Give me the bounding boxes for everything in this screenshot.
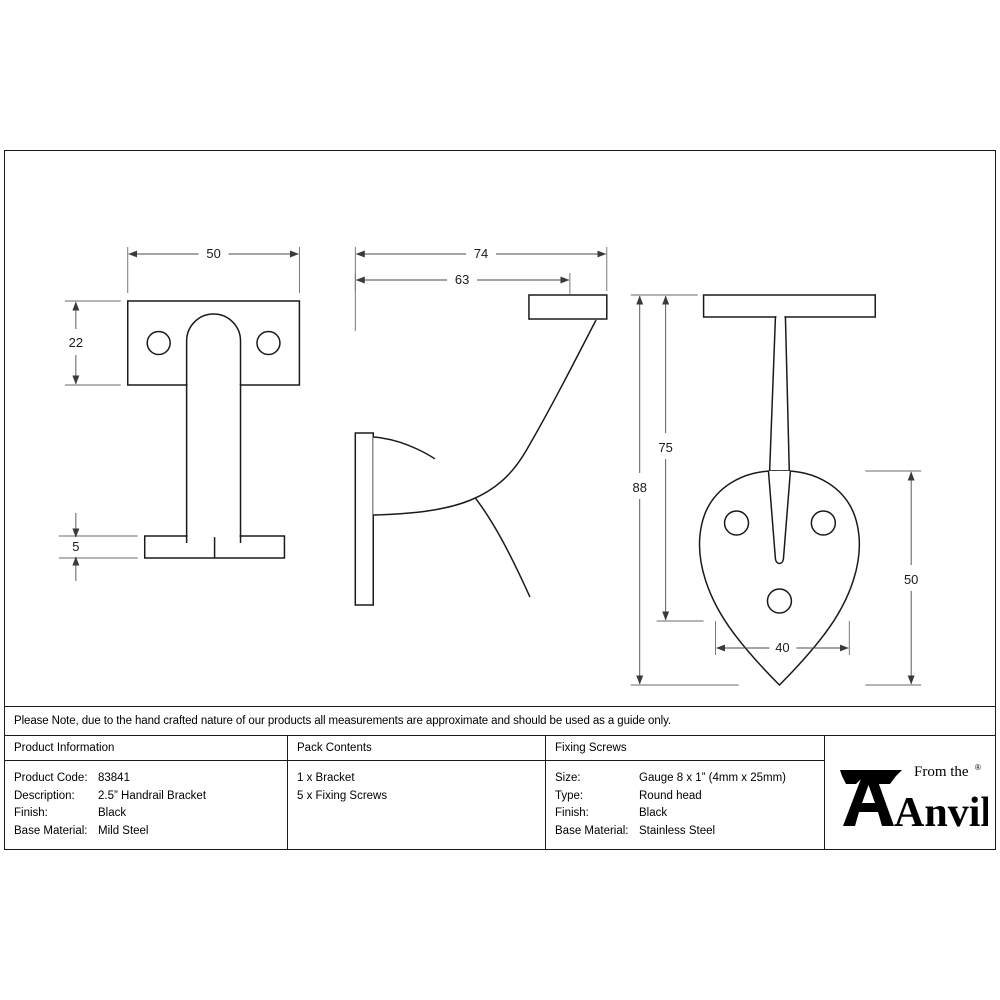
front-dim-5-label: 5 <box>72 539 79 554</box>
column-brand-logo: Anvil From the ® <box>825 736 995 849</box>
finish-row: Finish: Black <box>14 805 287 823</box>
base-material-value: Mild Steel <box>98 824 149 837</box>
logo-container: Anvil From the ® <box>825 736 995 849</box>
column-pack-contents: Pack Contents 1 x Bracket 5 x Fixing Scr… <box>288 736 546 849</box>
pack-contents-body: 1 x Bracket 5 x Fixing Screws <box>288 761 545 805</box>
rear-dim-50-label: 50 <box>904 572 918 587</box>
side-dim-74-label: 74 <box>474 246 488 261</box>
rear-dim-40-label: 40 <box>775 640 789 655</box>
info-table: Product Information Product Code: 83841 … <box>5 736 995 849</box>
front-dim-50-label: 50 <box>206 246 220 261</box>
view-front-elevation: 50 22 5 <box>58 246 301 581</box>
measurement-note: Please Note, due to the hand crafted nat… <box>14 715 671 727</box>
screw-size-row: Size: Gauge 8 x 1” (4mm x 25mm) <box>555 770 824 788</box>
screw-size-key: Size: <box>555 772 581 784</box>
product-code-key: Product Code: <box>14 772 88 784</box>
screw-base-material-row: Base Material: Stainless Steel <box>555 823 824 841</box>
front-stem-rounded-top <box>185 313 242 386</box>
rear-screw-hole-right <box>810 510 837 536</box>
fixing-screws-body: Size: Gauge 8 x 1” (4mm x 25mm) Type: Ro… <box>546 761 824 840</box>
product-code-value: 83841 <box>98 772 130 784</box>
finish-value: Black <box>98 807 127 819</box>
rear-stem-notch <box>767 470 792 565</box>
pack-contents-item-2: 5 x Fixing Screws <box>297 789 388 802</box>
logo-tagline: From the <box>914 764 969 780</box>
column-header-product-information: Product Information <box>5 736 287 761</box>
screw-type-value: Round head <box>639 789 702 802</box>
screw-base-material-value: Stainless Steel <box>639 824 716 837</box>
column-product-information: Product Information Product Code: 83841 … <box>5 736 288 849</box>
pack-contents-item-1: 1 x Bracket <box>297 772 355 784</box>
column-fixing-screws: Fixing Screws Size: Gauge 8 x 1” (4mm x … <box>546 736 825 849</box>
description-row: Description: 2.5” Handrail Bracket <box>14 788 287 806</box>
column-header-pack-contents: Pack Contents <box>288 736 545 761</box>
product-information-body: Product Code: 83841 Description: 2.5” Ha… <box>5 761 287 840</box>
product-code-row: Product Code: 83841 <box>14 770 287 788</box>
description-key: Description: <box>14 789 75 802</box>
column-header-fixing-screws: Fixing Screws <box>546 736 824 761</box>
screw-type-key: Type: <box>555 789 584 802</box>
logo-wordmark: Anvil <box>894 790 988 832</box>
note-row: Please Note, due to the hand crafted nat… <box>5 706 995 736</box>
screw-finish-key: Finish: <box>555 807 589 819</box>
front-dim-22-label: 22 <box>69 335 83 350</box>
rear-dim-75-label: 75 <box>658 440 672 455</box>
drawing-area: 50 22 5 <box>5 151 995 706</box>
side-wall-plate <box>354 432 375 606</box>
logo-registered-mark: ® <box>975 763 981 772</box>
base-material-row: Base Material: Mild Steel <box>14 823 287 841</box>
description-value: 2.5” Handrail Bracket <box>98 789 207 802</box>
rear-dim-88-label: 88 <box>633 480 647 495</box>
screw-size-value: Gauge 8 x 1” (4mm x 25mm) <box>639 772 786 784</box>
drawing-frame: 50 22 5 <box>4 150 996 850</box>
technical-drawing-svg: 50 22 5 <box>58 246 922 687</box>
rear-screw-hole-left <box>723 510 750 536</box>
screw-finish-row: Finish: Black <box>555 805 824 823</box>
rear-screw-hole-bottom <box>766 588 793 614</box>
logo-letter-a <box>843 775 894 826</box>
side-top-plate <box>528 294 608 320</box>
front-stem-body <box>185 385 242 544</box>
base-material-key: Base Material: <box>14 824 88 837</box>
front-screw-hole-left <box>146 330 171 356</box>
side-dim-63-label: 63 <box>455 272 469 287</box>
rear-stem <box>768 316 791 477</box>
finish-key: Finish: <box>14 807 48 819</box>
screw-finish-value: Black <box>639 807 668 819</box>
front-screw-hole-right <box>256 330 281 356</box>
view-rear-elevation: 88 75 50 <box>630 294 922 687</box>
side-arm-inner-curve <box>373 304 605 516</box>
view-side-elevation: 74 63 <box>354 246 608 606</box>
screw-base-material-key: Base Material: <box>555 824 629 837</box>
from-the-anvil-logo: Anvil From the ® <box>840 763 988 832</box>
rear-top-plate <box>702 294 876 318</box>
screw-type-row: Type: Round head <box>555 788 824 806</box>
